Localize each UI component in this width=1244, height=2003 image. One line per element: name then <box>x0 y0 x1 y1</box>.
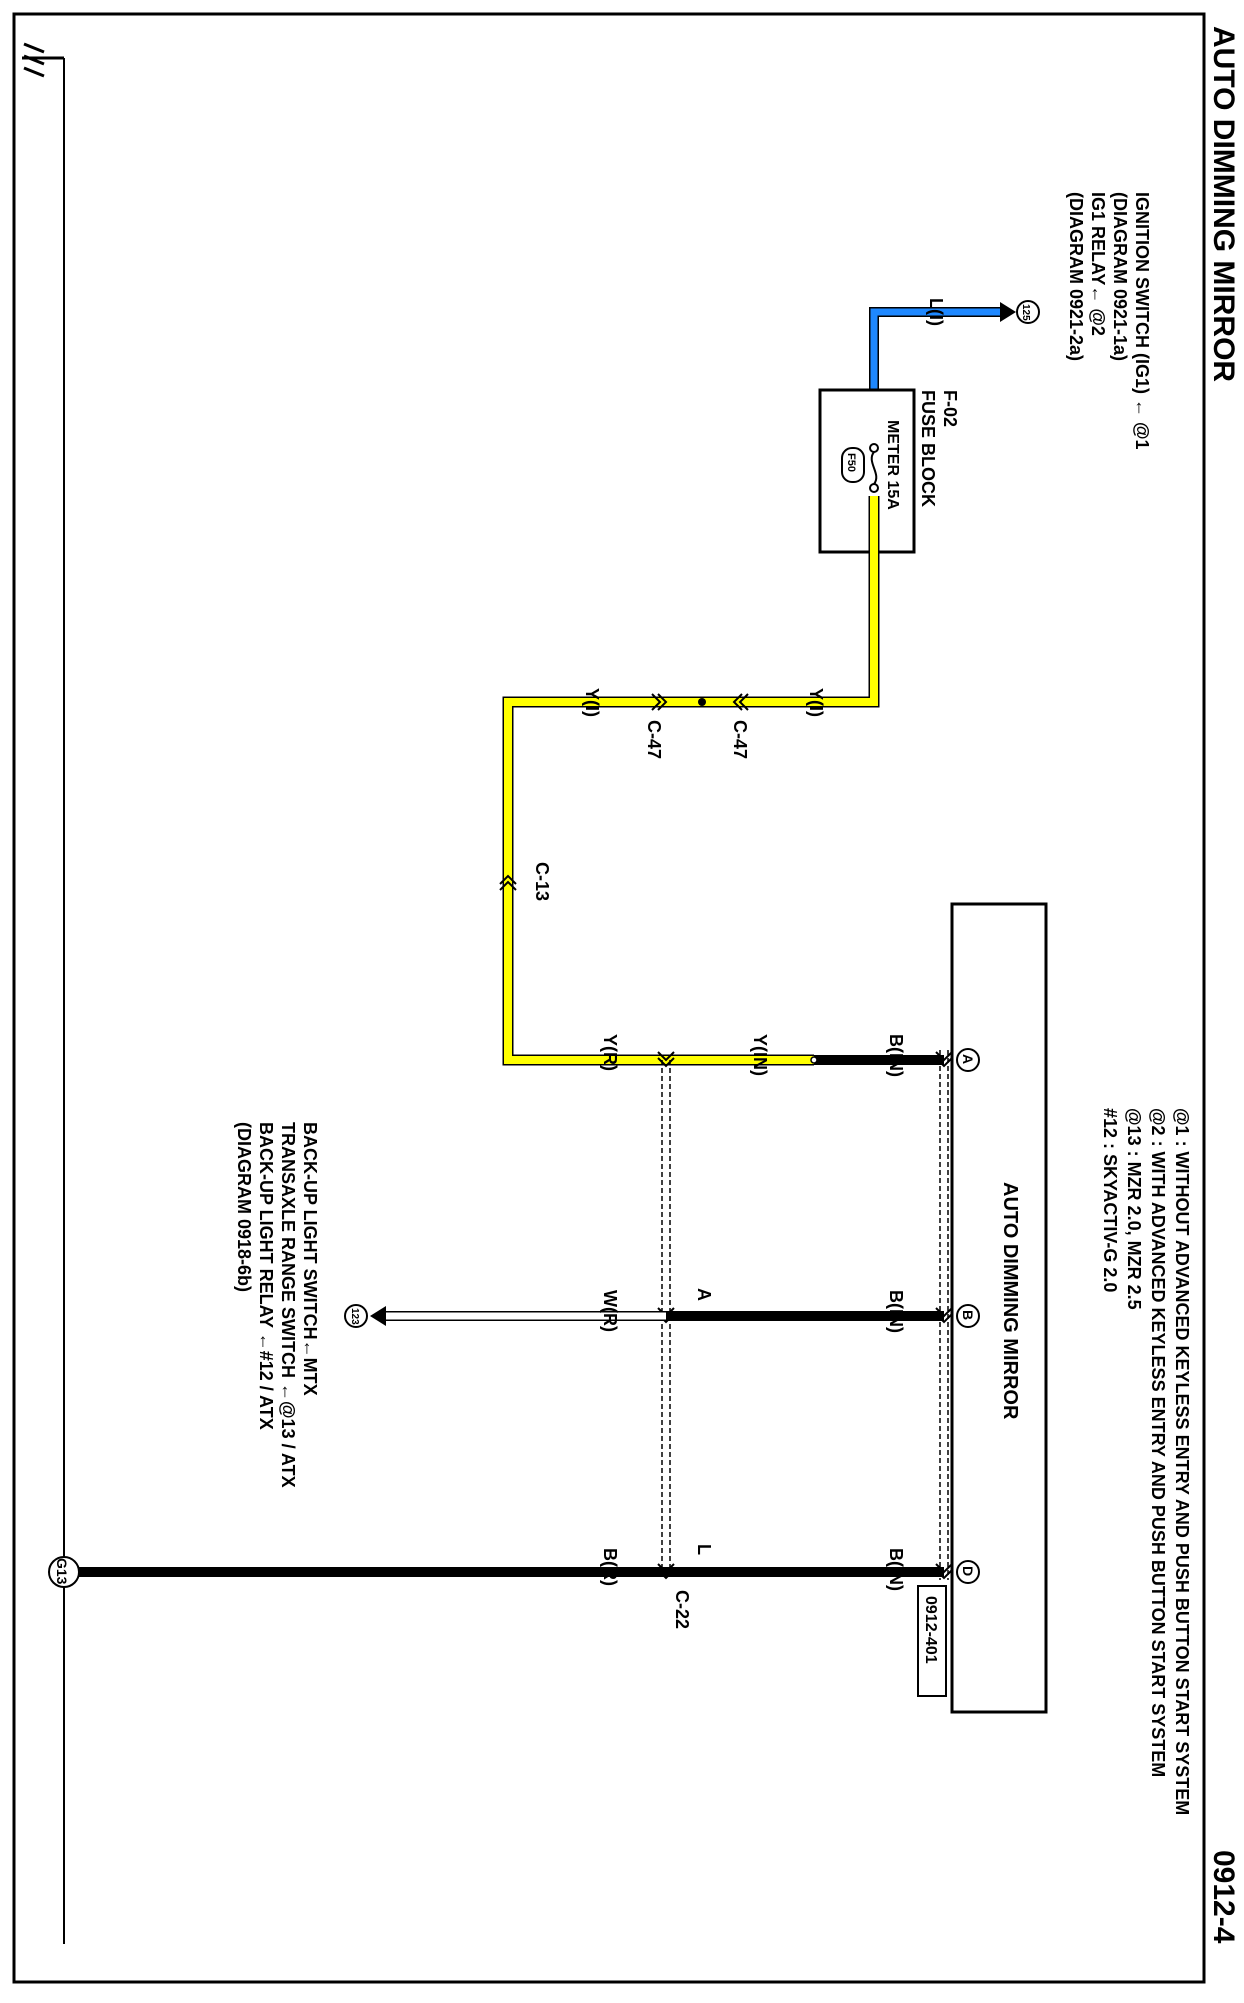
source-top-text: IGNITION SWITCH (IG1) ← @1 (DIAGRAM 0921… <box>1066 192 1152 450</box>
source-top-line-1: IGNITION SWITCH (IG1) ← @1 <box>1132 192 1152 450</box>
source-top-line-4: (DIAGRAM 0921-2a) <box>1066 192 1086 361</box>
mirror-name: AUTO DIMMING MIRROR <box>999 1182 1021 1420</box>
source-top-terminal: 125 <box>1000 300 1040 324</box>
notes-block: @1 : WITHOUT ADVANCED KEYLESS ENTRY AND … <box>1100 1108 1192 1815</box>
mirror-terminal-a: A <box>960 1054 976 1064</box>
wire-label-b-in-a: B(IN) <box>886 1034 906 1077</box>
wire-label-y-i-2: Y(I) <box>582 688 602 717</box>
wire-label-b-r: B(R) <box>600 1548 620 1586</box>
source-bottom-text: BACK-UP LIGHT SWITCH←MTX TRANSAXLE RANGE… <box>234 1122 320 1488</box>
wire-label-w-r: W(R) <box>600 1290 620 1332</box>
source-top-line-2: (DIAGRAM 0921-1a) <box>1110 192 1130 361</box>
source-bottom-line-2: TRANSAXLE RANGE SWITCH ←@13 / ATX <box>278 1122 298 1488</box>
connector-c47-b: C-47 <box>644 720 664 759</box>
pin-label-a: A <box>694 1288 714 1301</box>
wire-label-b-in-d: B(IN) <box>886 1548 906 1591</box>
source-bottom-line-3: BACK-UP LIGHT RELAY ←#12 / ATX <box>256 1122 276 1430</box>
ground-label: G13 <box>54 1558 70 1585</box>
ground-bus <box>22 42 65 1944</box>
mirror-component: AUTO DIMMING MIRROR A B D 0912-401 <box>917 902 1048 1714</box>
connector-c13-label: C-13 <box>532 862 552 901</box>
connector-c22: C-22 <box>657 1051 692 1629</box>
source-top-line-3: IG1 RELAY← @2 <box>1088 192 1108 336</box>
wire-label-y-i-1: Y(I) <box>806 688 826 717</box>
fuse-label: METER 15A <box>884 420 901 510</box>
source-bottom-line-4: (DIAGRAM 0918-6b) <box>234 1122 254 1292</box>
ground-point: G13 <box>48 1556 80 1588</box>
note-3: @13 : MZR 2.0, MZR 2.5 <box>1124 1108 1144 1310</box>
wire-label-y-r: Y(R) <box>600 1034 620 1071</box>
fuse-id-tag: F50 <box>841 447 865 483</box>
pin-label-l: L <box>694 1544 714 1555</box>
source-bottom-terminal: 123 <box>344 1304 386 1328</box>
source-bottom-terminal-label: 123 <box>349 1308 360 1325</box>
mirror-terminal-b: B <box>960 1310 976 1320</box>
splice-y-b <box>810 1056 818 1064</box>
connector-c47: C-47 C-47 <box>644 693 750 759</box>
note-4: #12 : SKYACTIV-G 2.0 <box>1100 1108 1120 1292</box>
page-title: AUTO DIMMING MIRROR <box>1207 26 1240 382</box>
fuse-id: F50 <box>845 453 857 472</box>
wire-yellow <box>502 496 880 1066</box>
connector-c47-a: C-47 <box>730 720 750 759</box>
source-top-terminal-label: 125 <box>1020 304 1031 321</box>
wire-label-b-in-b: B(IN) <box>886 1290 906 1333</box>
note-2: @2 : WITH ADVANCED KEYLESS ENTRY AND PUS… <box>1148 1108 1168 1777</box>
note-1: @1 : WITHOUT ADVANCED KEYLESS ENTRY AND … <box>1172 1108 1192 1815</box>
fuse-block-code: F-02 <box>940 390 960 427</box>
page-frame <box>12 12 1206 1984</box>
mirror-ref: 0912-401 <box>922 1596 939 1664</box>
wire-label-blue: L(I) <box>926 298 946 326</box>
diagram-number: 0912-4 <box>1207 1850 1240 1944</box>
fuse-block-name: FUSE BLOCK <box>918 390 938 507</box>
mirror-terminal-d: D <box>960 1566 976 1576</box>
connector-c22-label: C-22 <box>672 1590 692 1629</box>
source-bottom-line-1: BACK-UP LIGHT SWITCH←MTX <box>300 1122 320 1396</box>
connector-c13: C-13 <box>499 862 552 901</box>
wire-label-y-in: Y(IN) <box>750 1034 770 1076</box>
fuse-block: F-02 FUSE BLOCK METER 15A F50 <box>818 388 960 554</box>
